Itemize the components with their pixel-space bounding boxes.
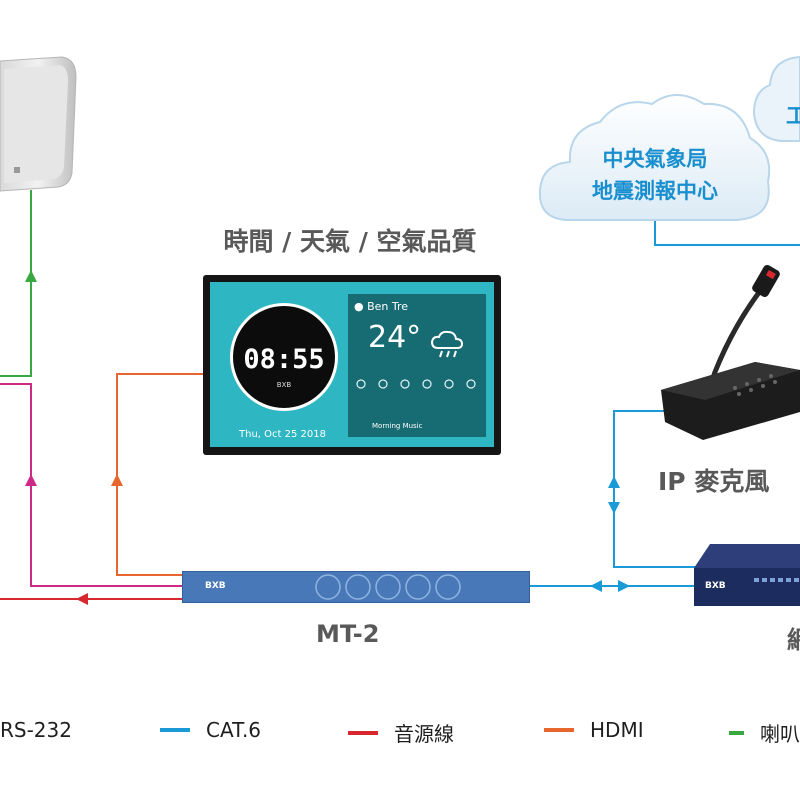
- location-pin-icon: ●: [354, 300, 364, 313]
- cloud-line-1: 中央氣象局: [602, 147, 708, 171]
- legend-item-rs232: RS-232: [0, 718, 72, 742]
- ip-microphone-icon: [661, 264, 800, 440]
- weather-temperature: 24°: [368, 320, 422, 355]
- wall-speaker-icon: [0, 56, 77, 192]
- rs232-wire-arrow: [25, 474, 37, 486]
- controller-faceplate-pattern: [315, 574, 461, 600]
- cat6-cloud-link: [654, 220, 800, 246]
- legend-item-hdmi: HDMI: [544, 718, 644, 742]
- cat6-mic-arrow-up: [608, 476, 620, 488]
- rain-cloud-icon: [430, 330, 464, 358]
- cat6-mic-arrow-down: [608, 502, 620, 514]
- legend-swatch-hdmi: [544, 728, 574, 732]
- network-switch-icon: [694, 544, 800, 606]
- cat6-mic-switch: [613, 410, 696, 568]
- cat6-arrow-left: [590, 580, 602, 592]
- legend-label-cat6: CAT.6: [206, 718, 262, 742]
- cloud-edge-text: 工: [786, 104, 800, 128]
- legend-item-audio: 音源線: [348, 718, 454, 747]
- cloud-weather-bureau: [538, 94, 771, 221]
- hdmi-wire: [116, 373, 204, 576]
- legend-label-audio: 音源線: [394, 722, 454, 746]
- audio-wire-arrow: [76, 593, 88, 605]
- display-title: 時間 / 天氣 / 空氣品質: [223, 227, 477, 256]
- speaker-wire-arrow: [25, 270, 37, 282]
- clock-face: 08:55 BXB: [230, 303, 338, 411]
- display-monitor: 08:55 BXB Thu, Oct 25 2018 ● Ben Tre 24°: [203, 275, 501, 455]
- hdmi-wire-arrow: [111, 474, 123, 486]
- clock-brand: BXB: [276, 381, 292, 389]
- legend-label-rs232: RS-232: [0, 718, 72, 742]
- legend-swatch-speaker: [729, 730, 744, 735]
- location-name: Ben Tre: [367, 300, 409, 313]
- weather-location: ● Ben Tre: [354, 300, 408, 313]
- legend-swatch-audio: [348, 730, 378, 735]
- controller-brand: BXB: [205, 581, 226, 591]
- cloud-line-2: 地震測報中心: [592, 179, 718, 203]
- legend-swatch-cat6: [160, 728, 190, 732]
- legend-item-cat6: CAT.6: [160, 718, 261, 742]
- switch-label: 網: [787, 626, 800, 654]
- mt2-controller: BXB: [182, 571, 530, 603]
- cat6-arrow-right: [618, 580, 630, 592]
- cloud-earthquake-center: [752, 55, 800, 142]
- legend-label-speaker: 喇叭: [760, 722, 800, 746]
- weather-panel: ● Ben Tre 24° Morning Music: [348, 294, 486, 437]
- display-screen: 08:55 BXB Thu, Oct 25 2018 ● Ben Tre 24°: [210, 282, 494, 447]
- now-playing: Morning Music: [372, 422, 423, 430]
- forecast-row: [356, 379, 476, 389]
- legend-label-hdmi: HDMI: [590, 718, 644, 742]
- cloud-text: 中央氣象局 地震測報中心: [560, 143, 750, 207]
- display-date: Thu, Oct 25 2018: [239, 429, 326, 440]
- clock-time: 08:55: [243, 344, 325, 375]
- controller-label: MT-2: [316, 620, 380, 648]
- switch-brand: BXB: [705, 581, 726, 591]
- legend-item-speaker: 喇叭: [729, 718, 800, 747]
- mic-label: IP 麥克風: [658, 467, 770, 496]
- speaker-wire: [0, 190, 32, 377]
